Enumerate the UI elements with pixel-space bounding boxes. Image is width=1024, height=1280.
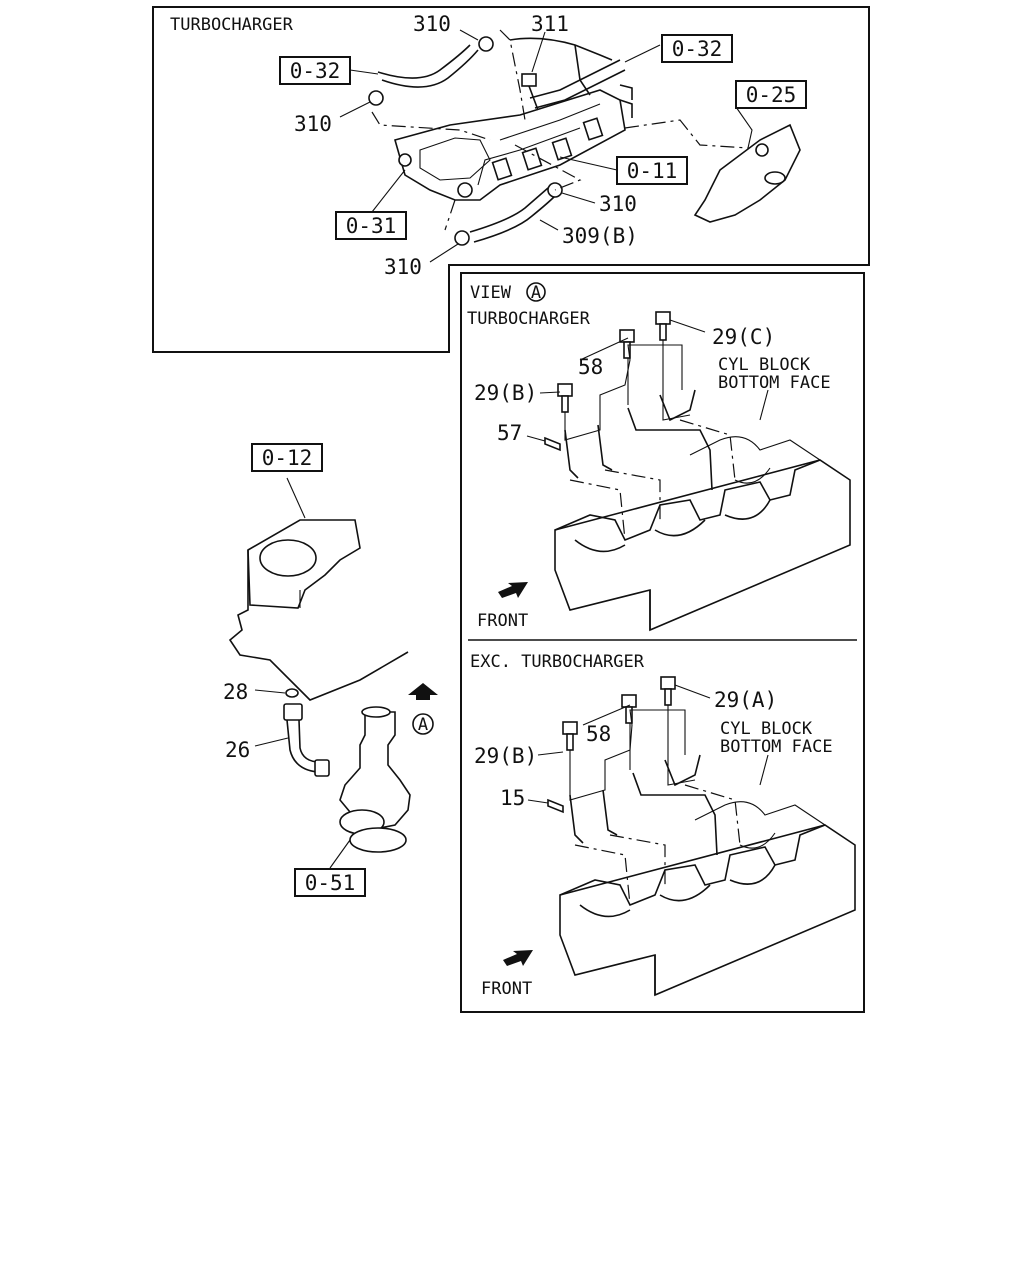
callout-29b: 29(B) (474, 381, 537, 405)
callout-310: 310 (413, 12, 451, 36)
clamp-icon (368, 90, 384, 106)
ref-box-0-32-right: 0-32 (661, 34, 733, 63)
clamp-icon (454, 230, 470, 246)
svg-text:0-11: 0-11 (627, 159, 678, 183)
oil-pipe-26 (283, 703, 330, 777)
view-arrow-icon (408, 683, 438, 700)
svg-text:0-32: 0-32 (672, 37, 723, 61)
exc-panel-title: EXC. TURBOCHARGER (470, 652, 645, 672)
cyl-block-label: CYL BLOCK (720, 719, 813, 739)
svg-text:0-31: 0-31 (346, 214, 397, 238)
bolt-icon (562, 721, 578, 751)
callout-15: 15 (500, 786, 525, 810)
callout-310: 310 (384, 255, 422, 279)
ref-box-0-51: 0-51 (294, 868, 366, 897)
oil-jet (569, 789, 618, 844)
front-arrow-icon (503, 950, 533, 966)
front-label: FRONT (477, 611, 528, 631)
oil-jet (664, 754, 701, 787)
bolt-icon (655, 311, 671, 341)
front-arrow-icon (498, 582, 528, 598)
bolt-icon (619, 329, 635, 359)
callout-311: 311 (531, 12, 569, 36)
oil-jet (627, 407, 713, 491)
turbocharger-panel: TURBOCHARGER (152, 6, 870, 353)
ref-box-0-31: 0-31 (335, 211, 407, 240)
oil-jet (632, 772, 718, 856)
view-a-marker-text: A (531, 283, 541, 303)
callout-29c: 29(C) (712, 325, 775, 349)
oil-pipe-upper (529, 59, 633, 118)
oil-jet (564, 424, 613, 479)
turbocharger-panel-frame (152, 6, 870, 353)
callout-57: 57 (497, 421, 522, 445)
svg-text:0-51: 0-51 (305, 871, 356, 895)
cylinder-block (554, 436, 851, 632)
front-label: FRONT (481, 979, 532, 999)
view-a-panel: VIEW A TURBOCHARGER (467, 282, 851, 632)
view-a-title: TURBOCHARGER (467, 309, 591, 329)
bolt-icon (557, 383, 573, 413)
engine-block (228, 519, 409, 701)
ref-box-0-25: 0-25 (735, 80, 807, 109)
turbo-oil-pipe (693, 123, 801, 223)
left-assembly: A 0-12 0-51 28 26 (223, 443, 438, 897)
oil-pump (339, 706, 411, 853)
oil-cooler-housing (394, 37, 626, 201)
callout-310: 310 (294, 112, 332, 136)
callout-28: 28 (223, 680, 248, 704)
ref-box-0-32-left: 0-32 (279, 56, 351, 85)
bottom-face-label: BOTTOM FACE (720, 737, 833, 757)
callout-58: 58 (578, 355, 603, 379)
svg-text:0-12: 0-12 (262, 446, 313, 470)
clamp-icon (478, 36, 494, 52)
cyl-block-label: CYL BLOCK (718, 355, 811, 375)
svg-text:0-32: 0-32 (290, 59, 341, 83)
nozzle-icon (547, 798, 564, 814)
o-ring-icon (285, 688, 299, 698)
lower-hose (469, 187, 556, 243)
oil-jet (659, 389, 696, 422)
callout-29a: 29(A) (714, 688, 777, 712)
ref-box-0-11: 0-11 (616, 156, 688, 185)
callout-29b: 29(B) (474, 744, 537, 768)
bolt-icon (521, 73, 539, 111)
callout-310: 310 (599, 192, 637, 216)
upper-hose (377, 44, 479, 88)
nozzle-icon (544, 436, 561, 452)
view-panel-frame (460, 272, 865, 1013)
callout-58: 58 (586, 722, 611, 746)
bolt-icon (660, 676, 676, 706)
callout-309b: 309(B) (562, 224, 638, 248)
svg-text:A: A (418, 715, 428, 735)
cylinder-block (559, 801, 856, 997)
callout-26: 26 (225, 738, 250, 762)
svg-text:0-25: 0-25 (746, 83, 797, 107)
view-a-heading: VIEW (470, 283, 512, 303)
turbocharger-panel-title: TURBOCHARGER (170, 15, 294, 35)
bottom-face-label: BOTTOM FACE (718, 373, 831, 393)
bolt-icon (621, 694, 637, 724)
ref-box-0-12: 0-12 (251, 443, 323, 472)
view-a-marker: A (412, 713, 434, 735)
view-a-circle-icon (526, 282, 546, 302)
exc-turbocharger-panel: EXC. TURBOCHARGER (470, 652, 856, 999)
